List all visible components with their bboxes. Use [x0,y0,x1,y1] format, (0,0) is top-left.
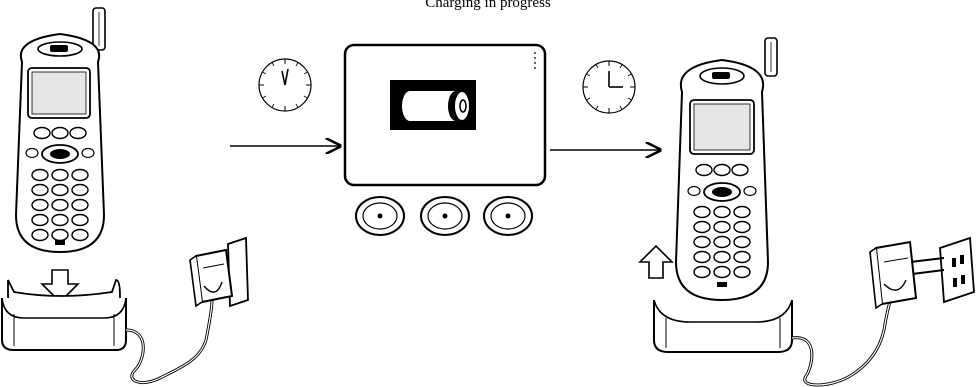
soft-key-3 [483,196,533,236]
left-ac-adapter [125,236,249,384]
soft-key-1 [355,196,405,236]
right-charging-cradle [653,299,793,353]
insert-arrow-down-icon [40,269,80,304]
phone-removed-from-cradle [674,37,778,302]
phone-placed-into-cradle [14,7,106,254]
clock-end-icon [582,60,636,114]
left-charging-cradle [1,279,127,351]
figure-caption: Charging in progress [425,0,551,11]
remove-arrow-up-icon [638,244,674,279]
right-ac-adapter [791,236,975,387]
battery-charging-icon [390,80,476,130]
soft-key-2 [420,196,470,236]
clock-start-icon [258,58,312,112]
